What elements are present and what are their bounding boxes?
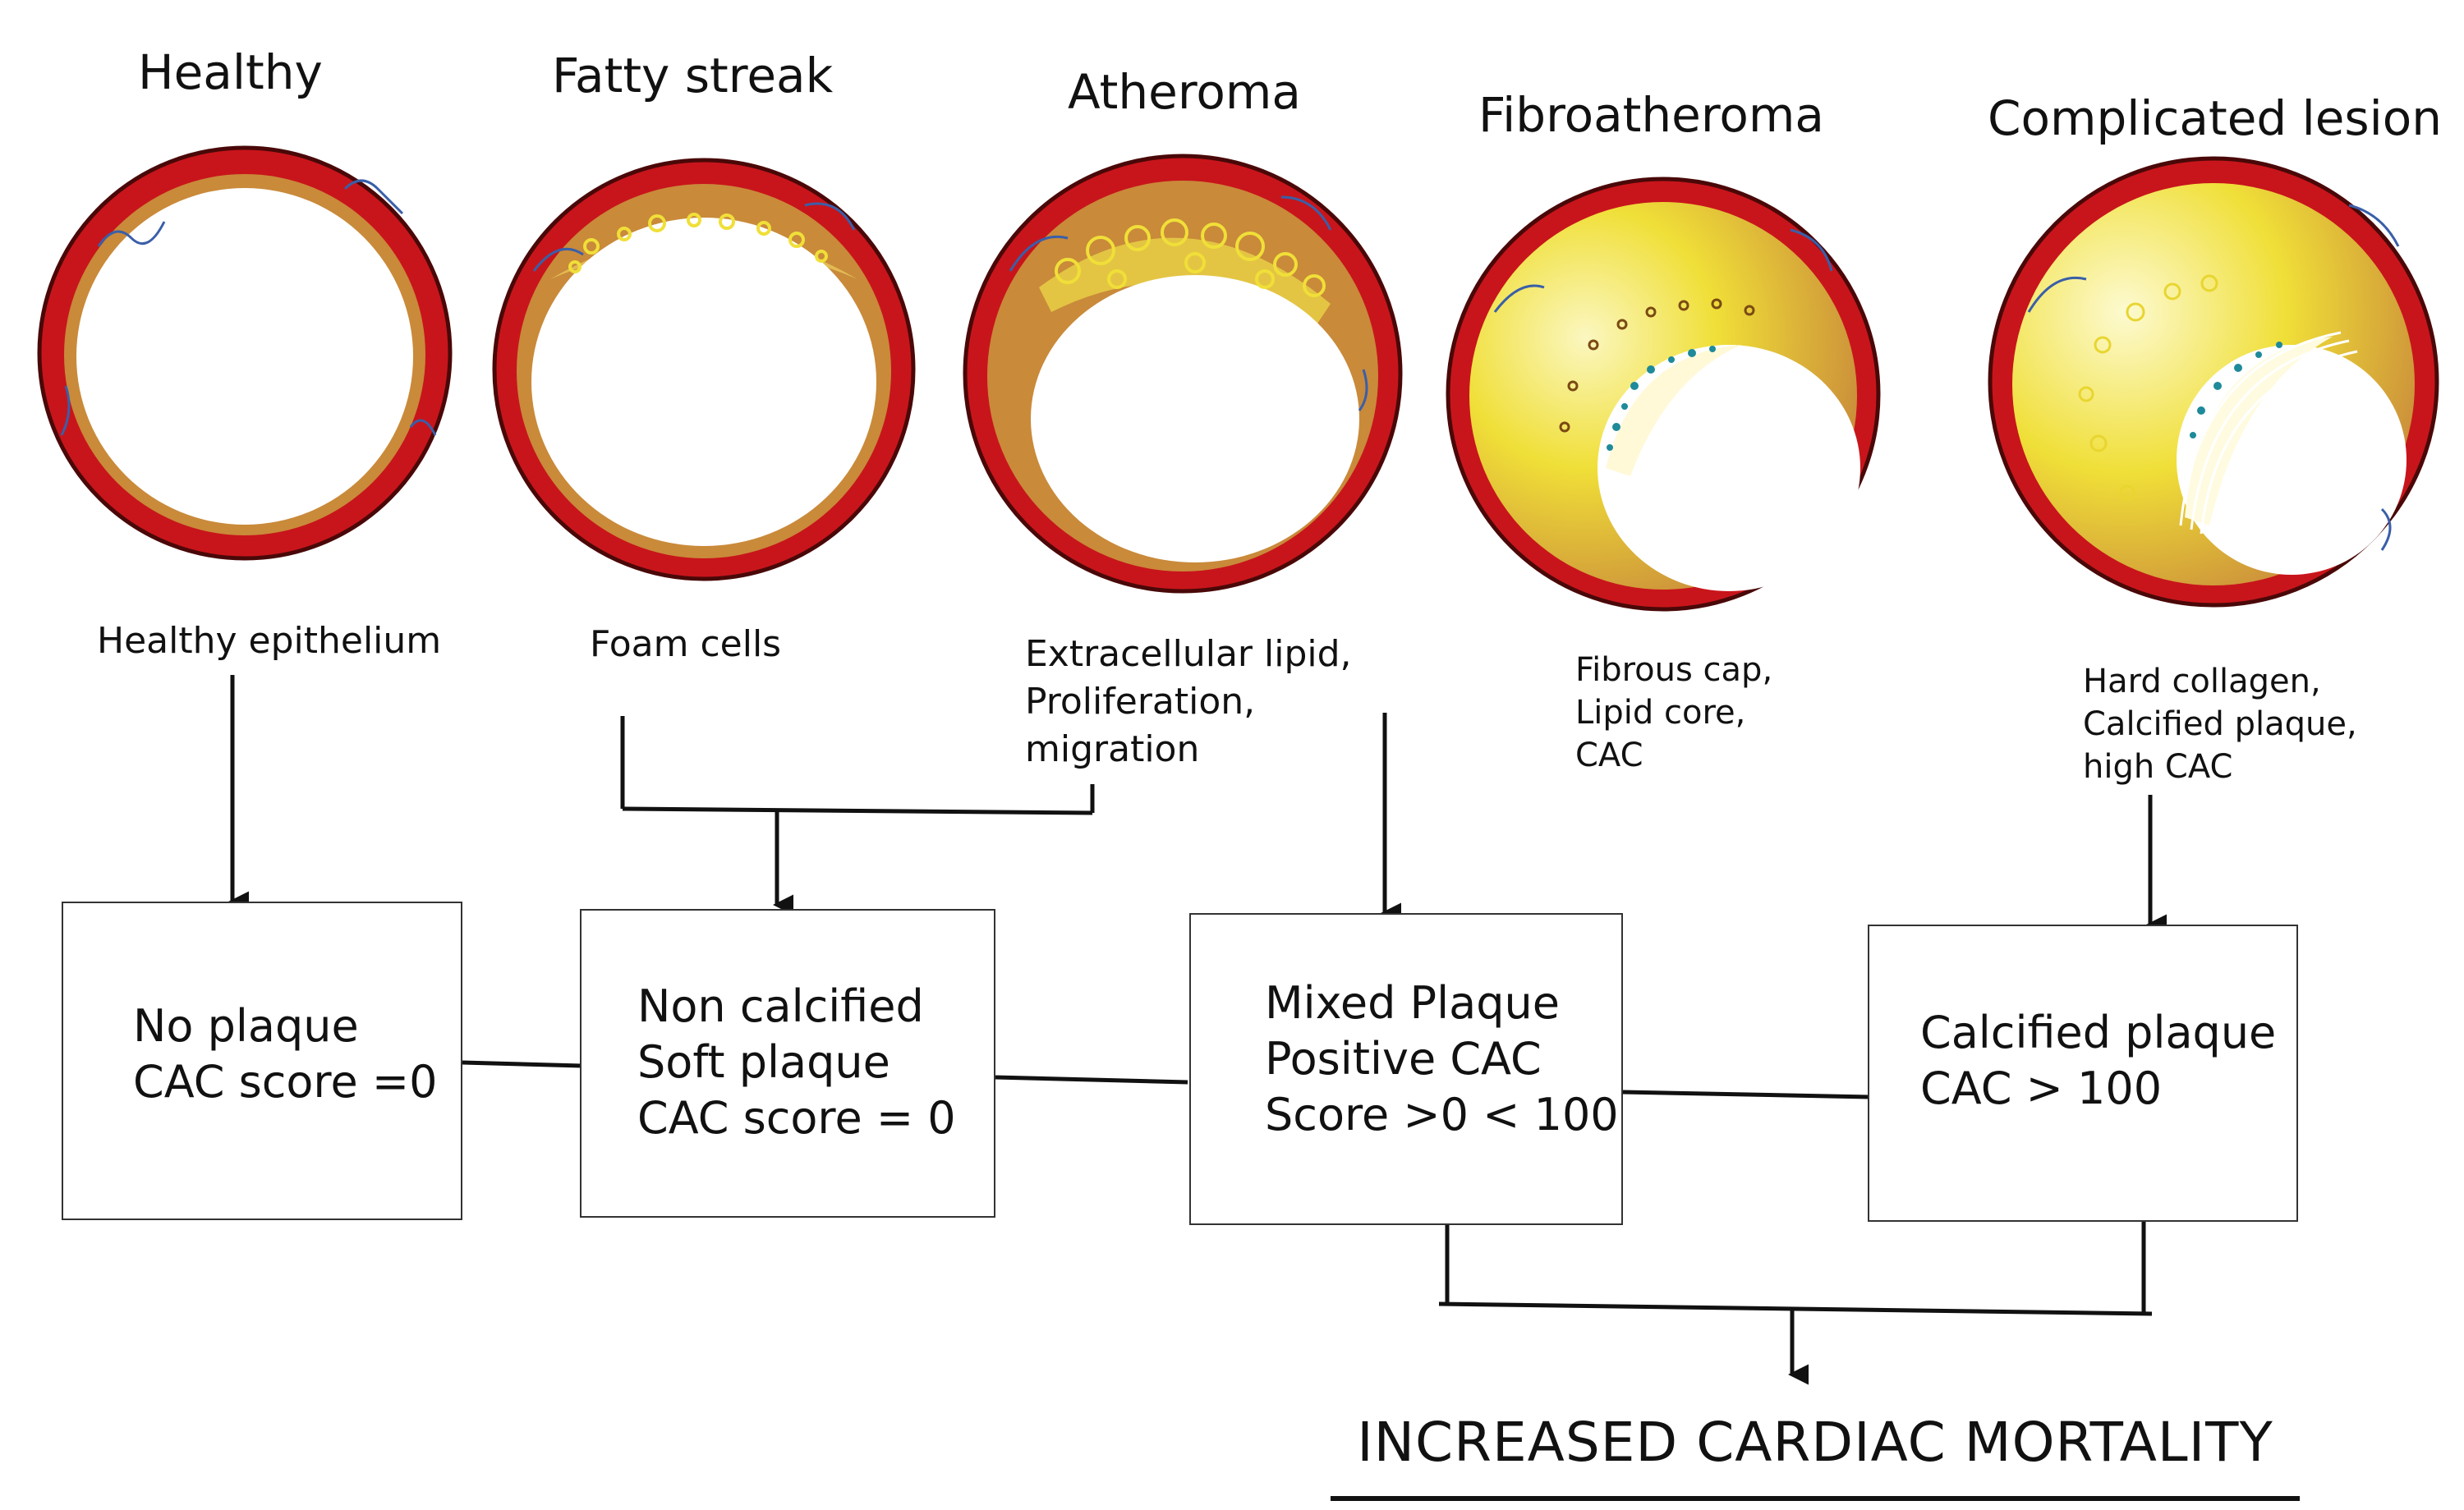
stage-description-fibroatheroma: Fibrous cap, Lipid core, CAC bbox=[1575, 651, 1773, 774]
stage-title-fibroatheroma: Fibroatheroma bbox=[1478, 87, 1824, 143]
vessel-healthy bbox=[37, 145, 453, 561]
box-non-calcified bbox=[580, 909, 995, 1218]
box-calcified-plaque bbox=[1868, 925, 2298, 1222]
outcome-bracket-bottom bbox=[1438, 1301, 2153, 1316]
vessel-fibroatheroma bbox=[1446, 177, 1881, 612]
stage-description-atheroma: Extracellular lipid, Proliferation, migr… bbox=[1025, 633, 1352, 770]
box-calcified-plaque-text: Calcified plaque CAC > 100 bbox=[1920, 1007, 2277, 1114]
stage-title-atheroma: Atheroma bbox=[1068, 64, 1301, 120]
outcome-underline bbox=[1331, 1496, 2300, 1501]
box-mixed-plaque bbox=[1189, 913, 1623, 1225]
vessel-complicated-lesion bbox=[1988, 156, 2439, 608]
vessel-atheroma bbox=[963, 154, 1403, 594]
box-no-plaque-text: No plaque CAC score =0 bbox=[133, 1000, 438, 1108]
stage-description-healthy: Healthy epithelium bbox=[97, 620, 442, 662]
link-box3-box4 bbox=[1622, 1090, 1870, 1099]
stage-title-healthy: Healthy bbox=[138, 44, 323, 100]
box-no-plaque bbox=[62, 902, 462, 1220]
link-box2-box3 bbox=[995, 1075, 1188, 1085]
bracket-bottom bbox=[622, 806, 1093, 815]
link-box1-box2 bbox=[462, 1060, 582, 1068]
stage-title-complicated-lesion: Complicated lesion bbox=[1988, 90, 2443, 146]
stage-description-fatty-streak: Foam cells bbox=[590, 623, 782, 665]
vessel-fatty-streak bbox=[492, 158, 916, 581]
stage-title-fatty-streak: Fatty streak bbox=[552, 48, 834, 103]
box-mixed-plaque-text: Mixed Plaque Positive CAC Score >0 < 100 bbox=[1265, 977, 1619, 1141]
stage-description-complicated-lesion: Hard collagen, Calcified plaque, high CA… bbox=[2083, 663, 2357, 786]
box-non-calcified-text: Non calcified Soft plaque CAC score = 0 bbox=[637, 980, 956, 1144]
outcome-label: INCREASED CARDIAC MORTALITY bbox=[1357, 1411, 2273, 1474]
